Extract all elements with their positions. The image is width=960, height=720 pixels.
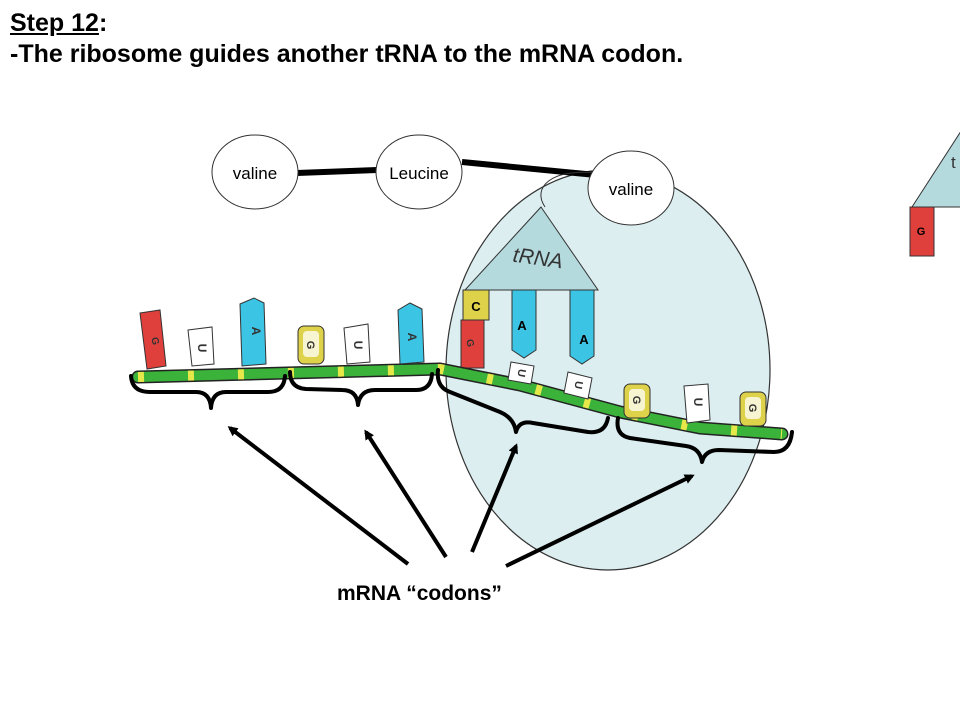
codon-base-9-label: U (571, 380, 584, 390)
ribosome (445, 169, 771, 571)
codon-base-4-label: G (304, 341, 316, 350)
anticodon-base-1-label: C (471, 299, 481, 314)
mrna-strand (131, 362, 789, 441)
codon-base-12: G (739, 391, 767, 427)
codon-base-1: G (139, 309, 167, 370)
anticodon-base-1-paired-label: G (463, 338, 475, 348)
codon-base-11: U (683, 383, 711, 424)
amino-acid-1: valine (211, 134, 299, 210)
codon-base-12-label: G (746, 404, 758, 413)
codon-base-4: G (297, 325, 325, 365)
mrna-codons-caption: mRNA “codons” (337, 582, 502, 605)
amino-acid-2-label: Leucine (389, 164, 449, 183)
anticodon-base-2-label: A (517, 318, 527, 333)
codon-base-11-label: U (691, 398, 705, 407)
step-label: Step 12 (10, 9, 99, 37)
trna: tRNA C G A A (460, 206, 599, 369)
incoming-trna-label: t (951, 153, 956, 172)
step-colon: : (98, 9, 108, 37)
amino-acid-2: Leucine (375, 134, 463, 210)
peptide-bond-1 (296, 167, 378, 176)
codon-base-2-label: U (195, 344, 209, 353)
arrow-3 (470, 443, 518, 553)
incoming-base-label: G (917, 226, 926, 238)
codon-base-8-label: U (514, 368, 527, 378)
peptide-bond-2 (461, 159, 597, 178)
codon-base-9: U (563, 371, 593, 400)
amino-acid-1-label: valine (233, 164, 277, 183)
arrow-1 (227, 426, 410, 566)
codon-1: G U A (139, 297, 267, 370)
codon-base-10-label: G (630, 396, 642, 405)
slide-title: Step 12: -The ribosome guides another tR… (10, 8, 683, 70)
codon-base-3-label: A (249, 327, 263, 336)
codon-base-8: U (507, 361, 535, 385)
codon-base-10: G (623, 383, 651, 419)
codon-brace-2 (288, 370, 434, 407)
codon-base-6-label: A (405, 333, 419, 342)
anticodon-base-2: A (511, 289, 537, 359)
codon-brace-3 (435, 368, 610, 435)
codon-base-1-label: G (148, 336, 160, 346)
arrow-4 (505, 474, 695, 568)
step-description: -The ribosome guides another tRNA to the… (10, 40, 684, 68)
step-heading: Step 12: (10, 8, 683, 39)
codon-base-6: A (397, 302, 425, 365)
incoming-trna-partial: t G (909, 131, 960, 257)
codon-base-5: U (343, 323, 371, 365)
codon-2: G U A (297, 302, 425, 365)
codon-3: U U (507, 361, 593, 400)
anticodon-base-3-label: A (579, 332, 589, 347)
codon-4: G U G (623, 383, 767, 427)
arrow-2 (364, 429, 448, 559)
anticodon-base-1: C G (460, 289, 490, 369)
trna-amino-link (540, 171, 599, 208)
amino-acid-3-label: valine (609, 180, 653, 199)
codon-base-5-label: U (351, 341, 365, 350)
codon-brace-1 (129, 374, 287, 410)
codon-brace-4 (615, 416, 794, 464)
amino-acid-3: valine (587, 150, 675, 226)
anticodon-base-3: A (569, 289, 595, 365)
codon-base-2: U (187, 326, 215, 367)
codon-base-3: A (239, 297, 267, 367)
